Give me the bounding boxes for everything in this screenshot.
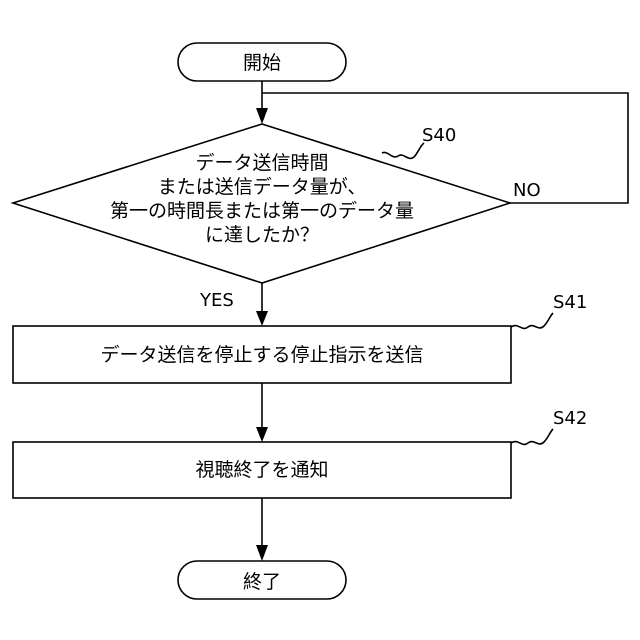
start-label: 開始 — [243, 52, 281, 74]
arrowhead-process1-to-process2 — [256, 427, 268, 442]
decision-line-2: または送信データ量が、 — [158, 176, 367, 198]
step-label-s40: S40 — [422, 125, 456, 146]
step-leader-s42 — [511, 429, 553, 444]
no-label: NO — [513, 180, 541, 201]
end-label: 終了 — [243, 571, 281, 593]
yes-label: YES — [199, 290, 234, 311]
step-label-s41: S41 — [553, 292, 587, 313]
decision-line-1: データ送信時間 — [195, 152, 328, 174]
step-leader-s40 — [382, 143, 424, 158]
decision-line-3: 第一の時間長または第一のデータ量 — [110, 200, 414, 222]
decision-line-4: に達したか？ — [205, 224, 319, 246]
process-notify-text: 視聴終了を通知 — [195, 459, 328, 481]
step-label-s42: S42 — [553, 408, 587, 429]
arrowhead-start-to-decision — [256, 108, 268, 124]
step-leader-s41 — [511, 313, 553, 328]
process-stop-text: データ送信を停止する停止指示を送信 — [100, 344, 423, 366]
arrowhead-process2-to-end — [256, 545, 268, 561]
arrowhead-decision-to-process1 — [256, 311, 268, 326]
